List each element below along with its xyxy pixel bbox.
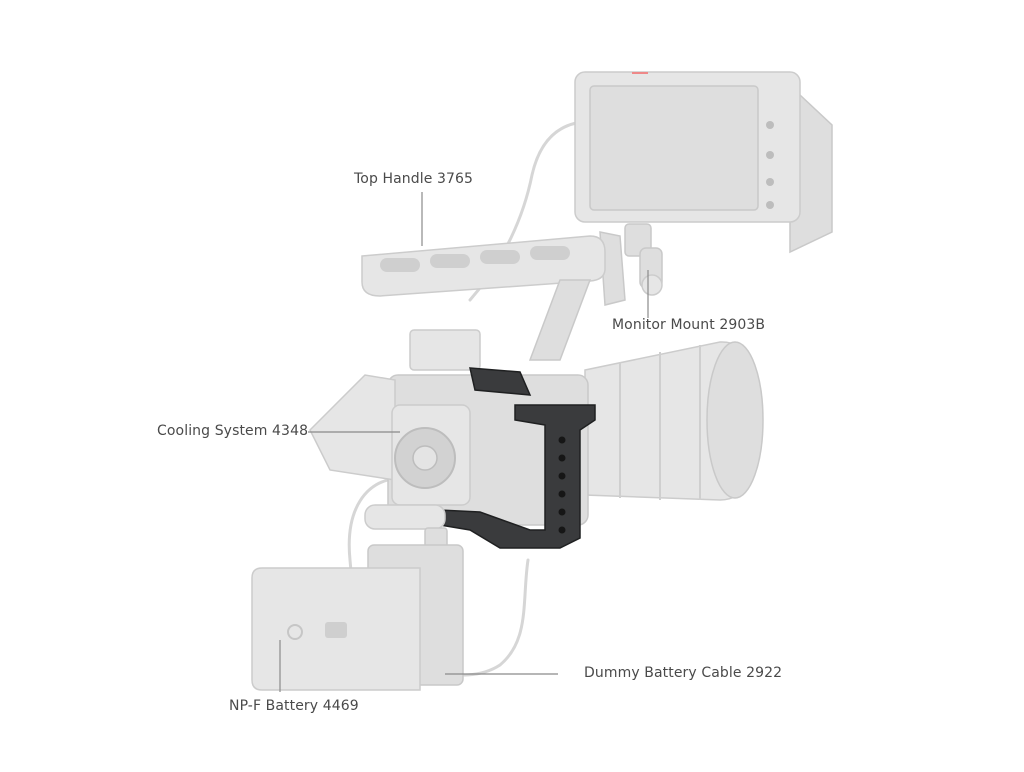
monitor-button-icon <box>766 151 774 159</box>
camera-lens <box>584 341 764 501</box>
monitor-button-icon <box>766 178 774 186</box>
top-handle-label: Top Handle 3765 <box>354 171 474 187</box>
monitor-button-icon <box>766 201 774 209</box>
dummy-battery-cable-label: Dummy Battery Cable 2922 <box>584 665 783 681</box>
npf-battery <box>251 544 464 691</box>
top-handle <box>361 235 606 361</box>
monitor-screen <box>589 85 759 211</box>
monitor-button-icon <box>766 121 774 129</box>
camera-flip-screen <box>309 374 396 481</box>
monitor-mount-label: Monitor Mount 2903B <box>612 317 766 333</box>
npf-battery-label: NP-F Battery 4469 <box>229 698 359 714</box>
cooling-system-label: Cooling System 4348 <box>157 423 309 439</box>
cooling-system <box>391 404 471 506</box>
monitor-mount <box>599 223 663 306</box>
camera-cage <box>439 367 596 549</box>
monitor <box>574 71 833 254</box>
